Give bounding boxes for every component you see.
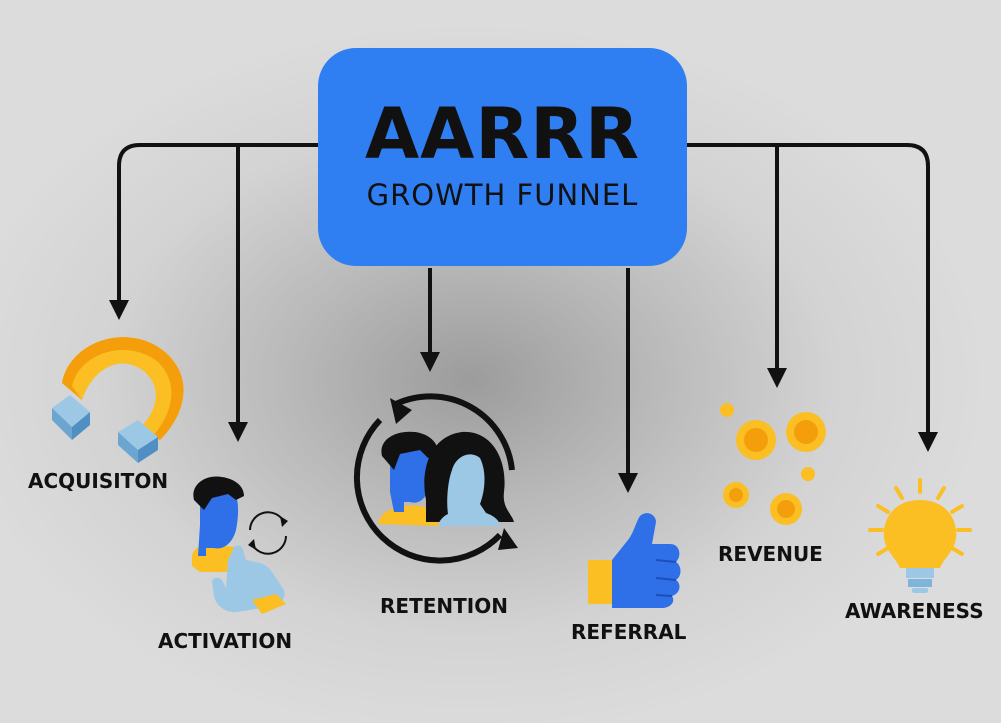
stage-label-activation: ACTIVATION: [158, 629, 293, 653]
connector-awareness: [686, 143, 938, 452]
title-main: AARRR: [364, 93, 641, 175]
thumbs-up-icon: [588, 513, 681, 608]
refresh-icon: [248, 511, 288, 555]
stage-label-retention: RETENTION: [380, 594, 508, 618]
connector-acquisition: [109, 143, 320, 320]
users-cycle-icon: [353, 393, 518, 564]
stage-label-acquisition: ACQUISITON: [28, 469, 169, 493]
stage-label-awareness: AWARENESS: [845, 599, 984, 623]
title-subtitle: GROWTH FUNNEL: [366, 178, 639, 212]
title-box: AARRR GROWTH FUNNEL: [318, 48, 687, 266]
stage-label-revenue: REVENUE: [718, 542, 823, 566]
user-click-icon: [192, 476, 288, 614]
lightbulb-icon: [868, 478, 972, 593]
stage-label-referral: REFERRAL: [571, 620, 687, 644]
connectors: [109, 143, 938, 493]
magnet-icon: [52, 337, 184, 463]
coins-icon: [720, 403, 826, 525]
